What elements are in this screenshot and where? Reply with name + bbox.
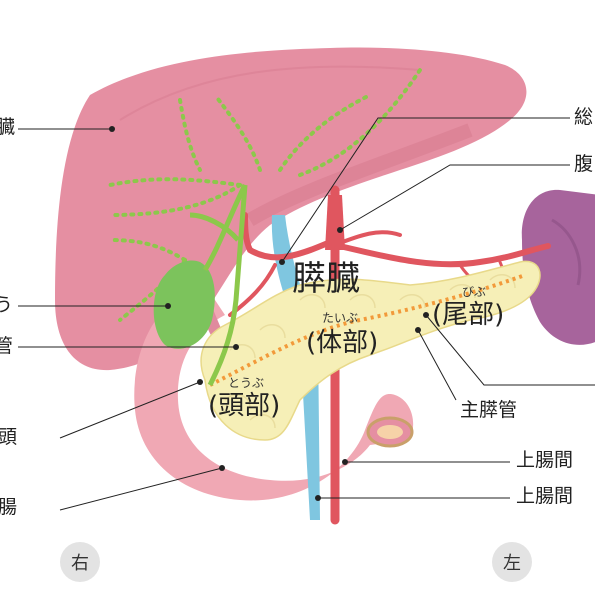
label-tail: (尾部) — [432, 300, 505, 330]
label-pancreas-head: 頭 — [0, 426, 18, 448]
label-tail-ruby: びぶ — [462, 285, 487, 299]
label-pancreas: 膵臓 — [292, 259, 360, 299]
intrahepatic-bile-ducts — [108, 68, 422, 322]
label-celiac-artery: 腹 — [574, 153, 594, 175]
label-body-ruby: たいぶ — [322, 311, 359, 325]
label-superior-mesenteric-artery: 上腸間 — [516, 449, 574, 471]
orientation-left: 左 — [492, 542, 532, 582]
label-gallbladder: う — [0, 294, 14, 316]
gallbladder-and-bile-duct — [153, 183, 248, 387]
pancreas — [200, 260, 541, 441]
label-body: (体部) — [306, 328, 379, 358]
orientation-right: 右 — [60, 542, 100, 582]
label-head: (頭部) — [208, 391, 281, 421]
spleen — [521, 189, 595, 345]
label-common-hepatic-artery: 総 — [574, 106, 594, 128]
label-duodenum: 腸 — [0, 496, 18, 518]
label-main-pancreatic-duct: 主膵管 — [460, 399, 518, 421]
leader-lines — [18, 117, 595, 511]
celiac-trunk — [325, 195, 345, 250]
leader-dots — [109, 126, 429, 501]
label-superior-mesenteric-vein: 上腸間 — [516, 485, 574, 507]
label-bile-duct: 管 — [0, 335, 14, 357]
label-liver: 臓 — [0, 116, 16, 138]
label-head-ruby: とうぶ — [228, 376, 265, 390]
